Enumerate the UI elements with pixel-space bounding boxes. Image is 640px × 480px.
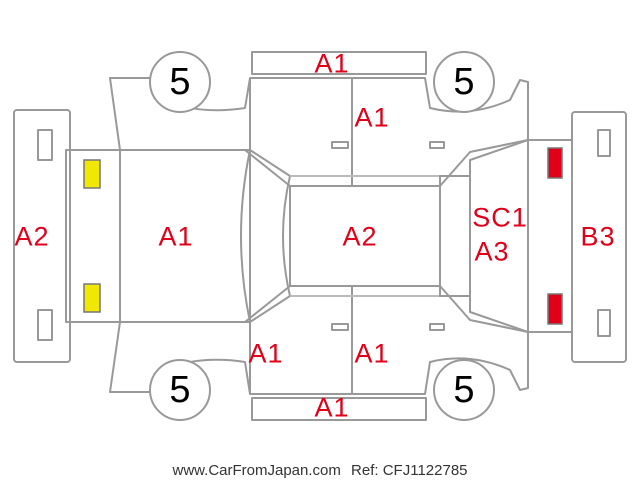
footer-ref: Ref: CFJ1122785 <box>351 462 468 479</box>
footer-caption: www.CarFromJapan.com Ref: CFJ1122785 <box>172 462 467 479</box>
label-rear-bumper: B3 <box>580 221 616 252</box>
tyre-grade-rear-right: 5 <box>453 369 475 411</box>
bottom-strip <box>251 397 427 421</box>
label-door-upper-right: A1 <box>354 102 390 133</box>
label-door-lower-left: A1 <box>248 338 284 369</box>
front-light-marker-bottom <box>83 283 101 313</box>
windshield <box>240 149 291 323</box>
footer-site: www.CarFromJapan.com <box>172 462 341 479</box>
label-rear-panel-line1: SC1 <box>472 202 528 233</box>
label-roof: A2 <box>342 221 378 252</box>
front-left-tyre-circle <box>149 51 211 113</box>
label-roof-top: A1 <box>314 48 350 79</box>
top-strip <box>251 51 427 75</box>
label-sill-bottom: A1 <box>314 392 350 423</box>
rear-left-tyre-circle <box>149 359 211 421</box>
tyre-grade-front-right: 5 <box>453 61 475 103</box>
rear-light-marker-top <box>547 147 563 179</box>
label-rear-panel-line2: A3 <box>474 236 510 267</box>
label-front-bumper: A2 <box>14 221 50 252</box>
front-light-marker-top <box>83 159 101 189</box>
tyre-grade-rear-left: 5 <box>169 369 191 411</box>
front-bumper <box>13 109 71 363</box>
rear-right-tyre-circle <box>433 359 495 421</box>
rear-light-marker-bottom <box>547 293 563 325</box>
label-door-lower-right: A1 <box>354 338 390 369</box>
front-right-tyre-circle <box>433 51 495 113</box>
tyre-grade-front-left: 5 <box>169 61 191 103</box>
label-hood: A1 <box>158 221 194 252</box>
